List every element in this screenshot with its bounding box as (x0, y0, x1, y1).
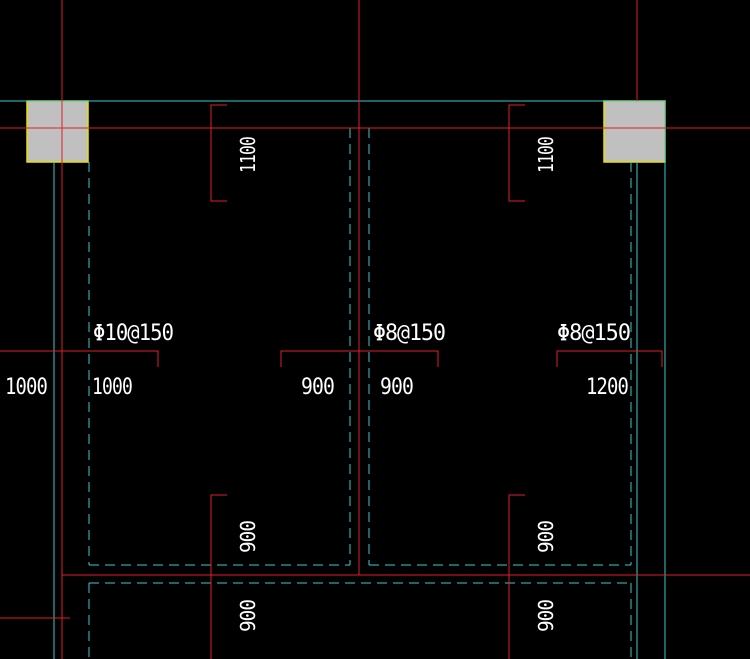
slab-dashed-outlines (88, 128, 632, 659)
dim-top-right: 1100 (534, 137, 558, 173)
dim-bottom-left-a: 900 (236, 521, 260, 553)
dim-left-span-a: 1000 (92, 375, 132, 400)
dim-left-span-b: 900 (301, 375, 334, 400)
beam-outlines (0, 100, 666, 659)
rebar-label-right: Φ8@150 (557, 321, 630, 346)
dim-bottom-left-b: 900 (236, 600, 260, 632)
dim-top-left: 1100 (236, 137, 260, 173)
dim-outer-left: 1000 (5, 375, 47, 400)
dim-right-span: 1200 (586, 375, 628, 400)
rebar-horizontal (0, 350, 663, 367)
rebar-label-left: Φ10@150 (93, 321, 173, 346)
rebar-label-middle: Φ8@150 (373, 321, 445, 346)
column-right (603, 100, 666, 163)
dim-bottom-right-b: 900 (534, 600, 558, 632)
column-left (26, 100, 89, 163)
dim-middle-span: 900 (380, 375, 413, 400)
rebar-vertical (210, 104, 525, 659)
dim-bottom-right-a: 900 (534, 521, 558, 553)
